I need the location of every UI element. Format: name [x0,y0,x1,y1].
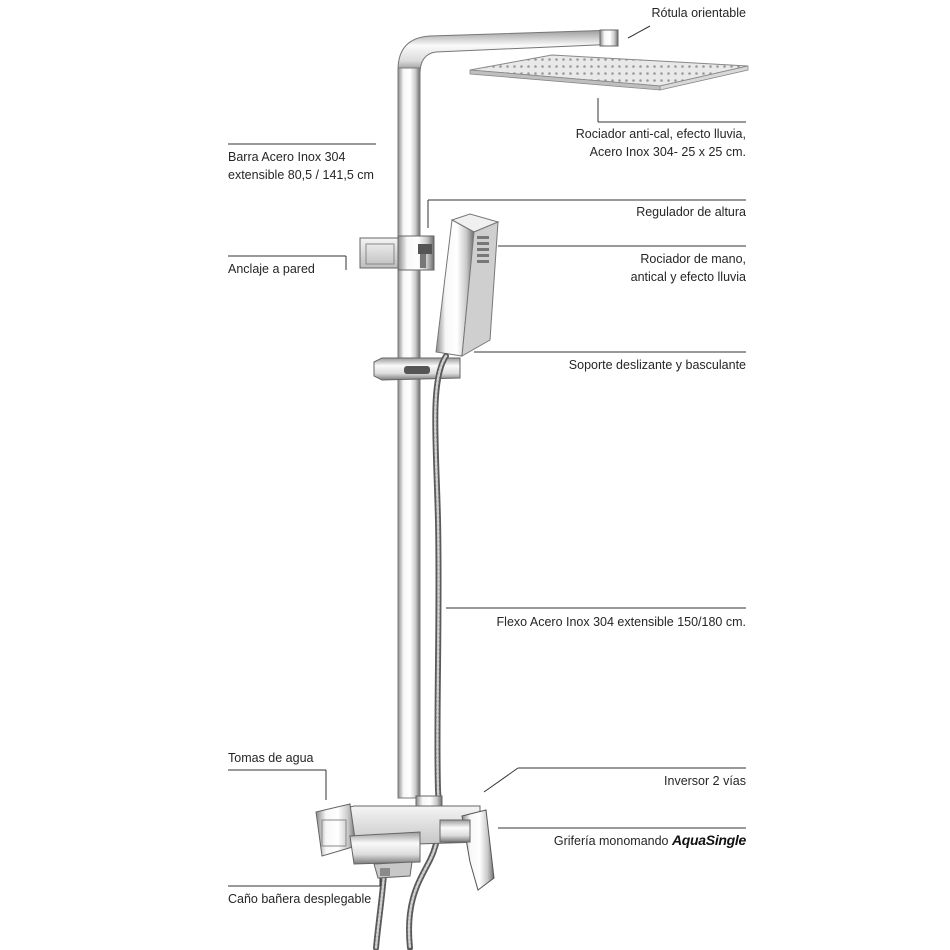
label-anclaje: Anclaje a pared [228,262,315,276]
mixer-lever [439,809,495,891]
sliding-support [373,357,461,381]
label-rociador-line2: Acero Inox 304- 25 x 25 cm. [589,145,746,159]
label-tomas: Tomas de agua [228,751,314,765]
label-mano-line2: antical y efecto lluvia [630,270,746,284]
label-griferia-text: Grifería monomando [553,834,669,848]
label-griferia: Grifería monomando AquaSingle [554,831,746,850]
height-regulator [418,244,432,268]
label-regulador: Regulador de altura [636,205,746,219]
leader-rotula [627,25,651,39]
label-flexo: Flexo Acero Inox 304 extensible 150/180 … [496,615,746,629]
label-rociador-line1: Rociador anti-cal, efecto lluvia, [575,127,746,141]
wall-anchor [359,235,435,271]
hand-shower [435,213,500,357]
label-rotula: Rótula orientable [651,6,746,20]
label-rociador-mano: Rociador de mano, antical y efecto lluvi… [631,250,746,286]
label-soporte: Soporte deslizante y basculante [568,358,746,372]
label-inversor: Inversor 2 vías [664,774,746,788]
rain-shower-head [469,54,749,91]
label-barra-line2: extensible 80,5 / 141,5 cm [228,168,374,182]
label-barra: Barra Acero Inox 304 extensible 80,5 / 1… [228,148,374,184]
brand-logo: AquaSingle [671,832,746,848]
label-mano-line1: Rociador de mano, [640,252,746,266]
leader-lines [228,25,746,887]
swivel-joint [599,29,619,47]
leader-inversor [483,767,519,793]
label-barra-line1: Barra Acero Inox 304 [228,150,346,164]
flexible-hose [373,353,449,950]
label-cano: Caño bañera desplegable [228,892,372,906]
label-rociador: Rociador anti-cal, efecto lluvia, Acero … [576,125,746,161]
